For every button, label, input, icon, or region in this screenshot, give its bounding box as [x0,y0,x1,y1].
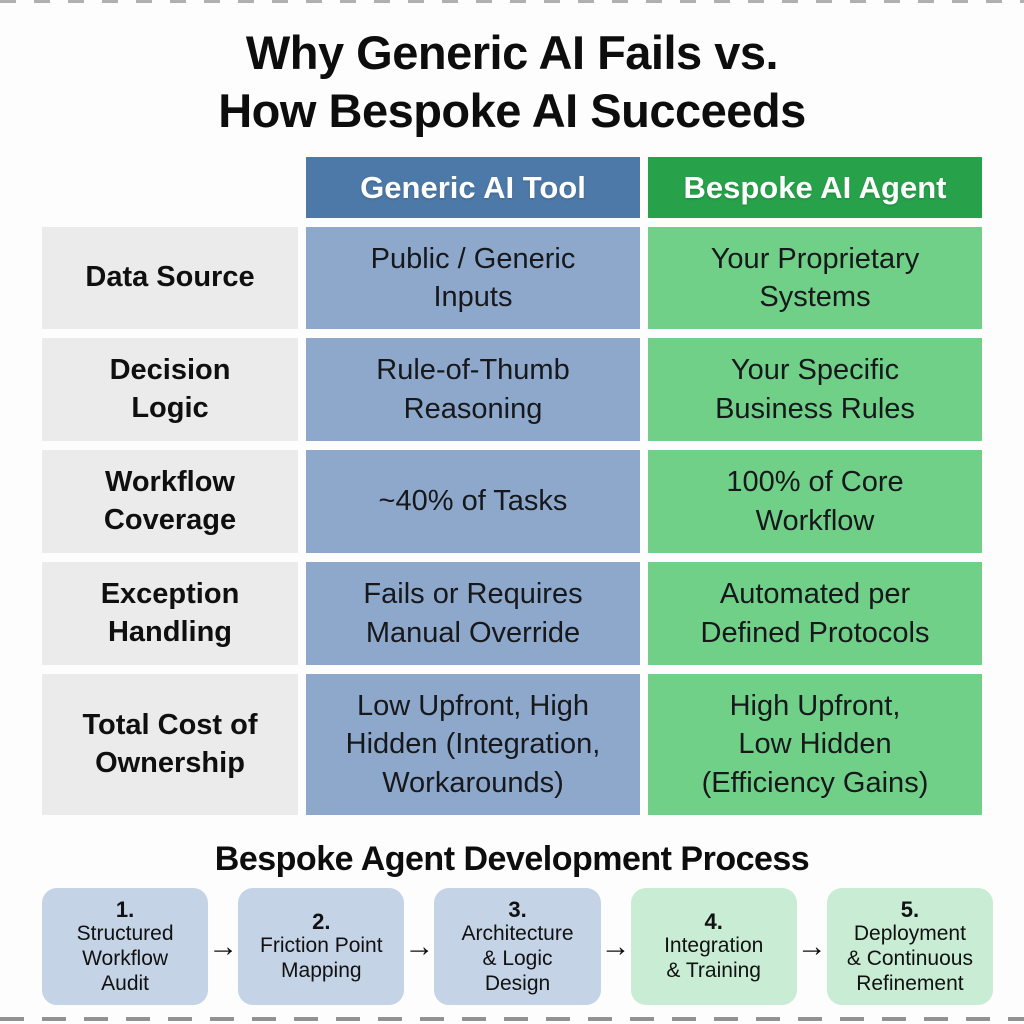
main-title-line1: Why Generic AI Fails vs. [245,26,779,79]
process-step-3: 3. Architecture & Logic Design [434,888,601,1005]
right-arrow-icon: → [208,929,239,963]
cell-total-cost-bespoke: High Upfront, Low Hidden (Efficiency Gai… [648,674,982,815]
top-edge-artifact [0,0,1024,3]
row-label-exception-handling: Exception Handling [42,562,298,665]
step-label: Structured Workflow Audit [76,922,174,995]
process-title: Bespoke Agent Development Process [214,840,810,878]
comparison-table: Generic AI Tool Bespoke AI Agent Data So… [42,157,982,815]
step-number: 5. [900,896,920,922]
right-arrow-icon: → [600,929,631,963]
bottom-edge-artifact [0,1017,1024,1021]
cell-data-source-bespoke: Your Proprietary Systems [648,227,982,329]
process-step-4: 4. Integration & Training [630,888,797,1005]
cell-workflow-coverage-generic: ~40% of Tasks [306,450,640,553]
cell-exception-handling-generic: Fails or Requires Manual Override [306,562,640,665]
right-arrow-icon: → [404,929,435,963]
column-header-bespoke-ai-agent: Bespoke AI Agent [648,157,982,218]
main-title-line2: How Bespoke AI Succeeds [218,83,806,137]
cell-workflow-coverage-bespoke: 100% of Core Workflow [648,450,982,553]
cell-data-source-generic: Public / Generic Inputs [306,227,640,329]
process-flow: 1. Structured Workflow Audit → 2. Fricti… [42,888,994,1005]
step-number: 2. [312,909,331,935]
cell-total-cost-generic: Low Upfront, High Hidden (Integration, W… [306,674,640,815]
process-step-5: 5. Deployment & Continuous Refinement [826,888,994,1005]
row-label-decision-logic: Decision Logic [42,338,298,441]
step-label: Friction Point Mapping [260,934,383,983]
cell-exception-handling-bespoke: Automated per Defined Protocols [648,562,982,665]
row-label-data-source: Data Source [42,227,298,329]
table-corner-spacer [42,157,298,218]
step-label: Architecture & Logic Design [461,922,574,995]
row-label-workflow-coverage: Workflow Coverage [42,450,298,553]
step-number: 3. [508,896,527,922]
step-number: 4. [704,909,723,935]
step-label: Deployment & Continuous Refinement [846,922,973,995]
process-step-1: 1. Structured Workflow Audit [42,888,209,1005]
step-label: Integration & Training [664,934,764,983]
process-step-2: 2. Friction Point Mapping [238,888,405,1005]
right-arrow-icon: → [796,929,827,963]
main-title: Why Generic AI Fails vs. How Bespoke AI … [0,24,1024,140]
cell-decision-logic-bespoke: Your Specific Business Rules [648,338,982,441]
column-header-generic-ai-tool: Generic AI Tool [306,157,640,218]
row-label-total-cost-of-ownership: Total Cost of Ownership [42,674,298,815]
step-number: 1. [115,896,135,922]
cell-decision-logic-generic: Rule-of-Thumb Reasoning [306,338,640,441]
